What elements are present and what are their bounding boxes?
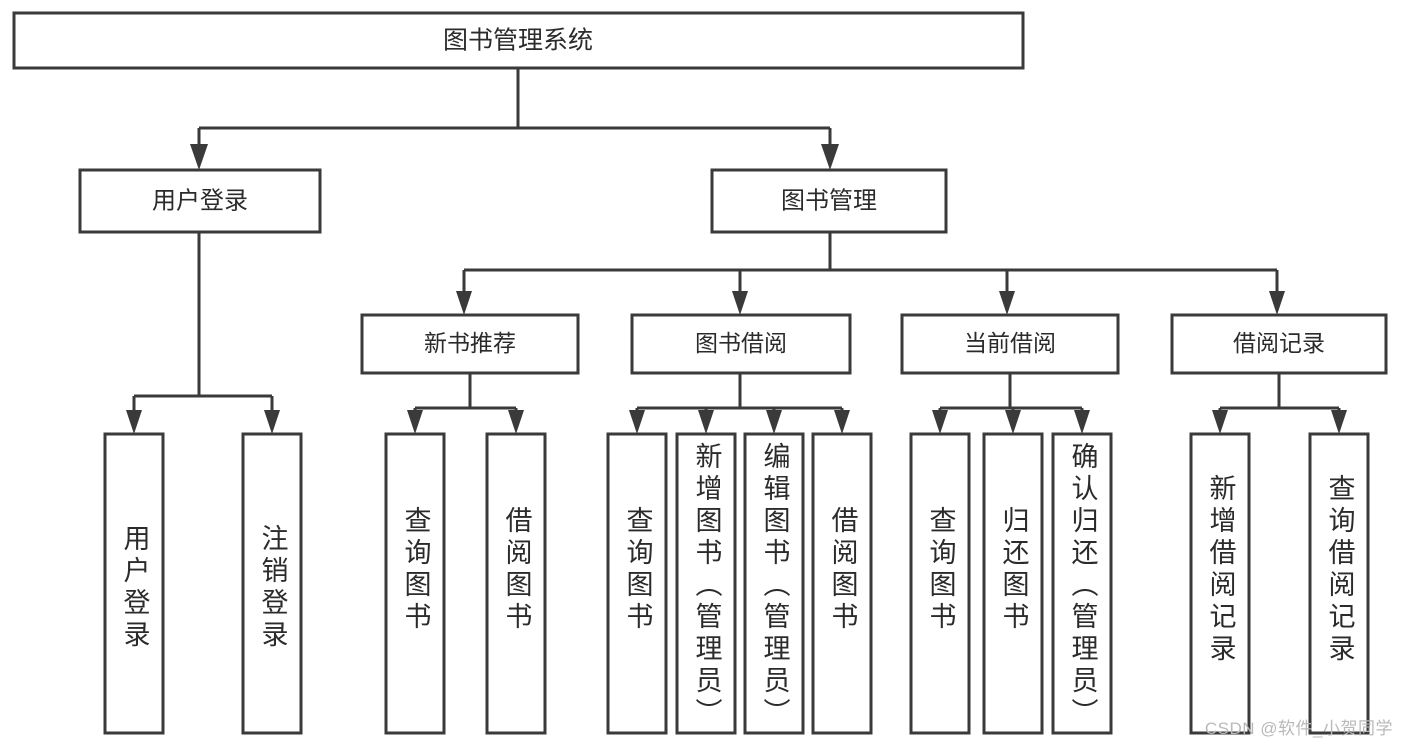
leaf-box-query-book-3[interactable] xyxy=(909,432,971,735)
edge-group-borrow-record xyxy=(1212,373,1347,434)
leaf-box-return-book[interactable] xyxy=(982,432,1044,735)
arrowhead-leaf-edit-book xyxy=(766,410,782,434)
arrowhead-leaf-return-book xyxy=(1005,410,1021,434)
leaf-box-query-book-2[interactable] xyxy=(606,432,668,735)
arrowhead-leaf-query-record xyxy=(1331,410,1347,434)
node-borrow-record-label: 借阅记录 xyxy=(1233,330,1325,356)
node-new-book-rec[interactable]: 新书推荐 xyxy=(360,313,580,375)
arrowhead-leaf-borrow-book-2 xyxy=(834,410,850,434)
node-current-borrow[interactable]: 当前借阅 xyxy=(900,313,1120,375)
arrowhead-current-borrow xyxy=(999,291,1015,315)
arrowhead-leaf-logout xyxy=(264,410,280,434)
arrowhead-borrow-record xyxy=(1269,291,1285,315)
node-root[interactable]: 图书管理系统 xyxy=(12,11,1025,70)
node-book-manage[interactable]: 图书管理 xyxy=(710,168,948,234)
arrowhead-book-manage xyxy=(821,144,839,170)
node-root-label: 图书管理系统 xyxy=(443,27,593,55)
leaf-box-user-login[interactable] xyxy=(103,432,165,735)
edge-group-book-manage xyxy=(456,232,1285,315)
leaf-box-confirm-return[interactable] xyxy=(1051,432,1113,735)
node-book-borrow[interactable]: 图书借阅 xyxy=(630,313,852,375)
node-user-login-label: 用户登录 xyxy=(152,187,248,214)
edge-group-new-book-rec xyxy=(407,373,524,434)
leaf-box-query-record[interactable] xyxy=(1308,432,1370,735)
arrowhead-leaf-add-book xyxy=(698,410,714,434)
arrowhead-leaf-query-book-1 xyxy=(407,410,423,434)
leaf-box-borrow-book-2[interactable] xyxy=(811,432,873,735)
leaf-box-add-book[interactable] xyxy=(675,432,737,735)
node-current-borrow-label: 当前借阅 xyxy=(964,330,1056,356)
arrowhead-leaf-query-book-3 xyxy=(932,410,948,434)
node-borrow-record-box[interactable] xyxy=(1170,313,1388,375)
node-new-book-rec-box[interactable] xyxy=(360,313,580,375)
node-book-manage-label: 图书管理 xyxy=(781,187,877,214)
arrowhead-leaf-borrow-book-1 xyxy=(508,410,524,434)
leaf-box-group xyxy=(103,432,1370,735)
node-book-manage-box[interactable] xyxy=(710,168,948,234)
arrowhead-leaf-user-login xyxy=(126,410,142,434)
arrowhead-book-borrow xyxy=(732,291,748,315)
leaf-box-borrow-book-1[interactable] xyxy=(485,432,547,735)
node-user-login-box[interactable] xyxy=(78,168,322,234)
edge-group-current-borrow xyxy=(932,373,1090,434)
node-book-borrow-label: 图书借阅 xyxy=(695,330,787,356)
edge-group-user-login xyxy=(126,232,280,434)
leaf-box-add-record[interactable] xyxy=(1189,432,1251,735)
node-root-box[interactable] xyxy=(12,11,1025,70)
node-new-book-rec-label: 新书推荐 xyxy=(424,330,516,356)
arrowhead-leaf-add-record xyxy=(1212,410,1228,434)
arrowhead-user-login xyxy=(190,144,208,170)
node-current-borrow-box[interactable] xyxy=(900,313,1120,375)
edge-group-root xyxy=(190,68,839,170)
edge-group-book-borrow xyxy=(629,373,850,434)
arrowhead-new-book-rec xyxy=(456,291,472,315)
node-user-login[interactable]: 用户登录 xyxy=(78,168,322,234)
node-borrow-record[interactable]: 借阅记录 xyxy=(1170,313,1388,375)
node-book-borrow-box[interactable] xyxy=(630,313,852,375)
watermark-text: CSDN @软件_小贺同学 xyxy=(1204,719,1393,738)
leaf-box-edit-book[interactable] xyxy=(743,432,805,735)
arrowhead-leaf-query-book-2 xyxy=(629,410,645,434)
leaf-box-query-book-1[interactable] xyxy=(384,432,446,735)
arrowhead-leaf-confirm-return xyxy=(1074,410,1090,434)
leaf-box-logout[interactable] xyxy=(241,432,303,735)
